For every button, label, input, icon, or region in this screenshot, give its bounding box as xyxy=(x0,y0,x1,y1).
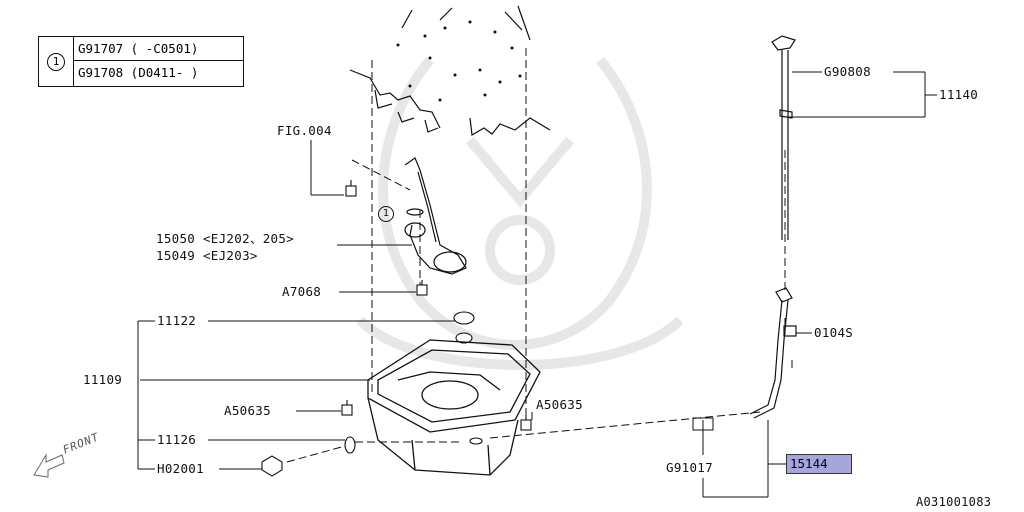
diagram-reference-code: A031001083 xyxy=(916,495,992,509)
label-11126[interactable]: 11126 xyxy=(157,432,197,447)
label-11109[interactable]: 11109 xyxy=(83,372,123,387)
watermark-logo xyxy=(356,56,684,370)
dashed-guides xyxy=(286,48,793,463)
fasteners xyxy=(261,180,532,477)
legend-row-1[interactable]: G91707 ( -C0501) xyxy=(74,37,243,61)
label-a50635-left[interactable]: A50635 xyxy=(224,403,271,418)
engine-block-bolts xyxy=(396,20,522,102)
label-g90808[interactable]: G90808 xyxy=(824,64,871,79)
leader-lines xyxy=(137,71,937,498)
front-arrow xyxy=(33,453,65,478)
engine-block xyxy=(349,5,551,136)
oil-strainer xyxy=(404,157,467,275)
label-h02001[interactable]: H02001 xyxy=(157,461,204,476)
label-marker-1: 1 xyxy=(378,206,394,222)
oil-pan xyxy=(367,339,541,476)
label-g91017[interactable]: G91017 xyxy=(666,460,713,475)
dipstick xyxy=(749,35,797,419)
legend-marker: 1 xyxy=(47,53,65,71)
label-fig004[interactable]: FIG.004 xyxy=(277,123,332,138)
legend-marker-cell: 1 xyxy=(39,37,74,86)
label-15050[interactable]: 15050 <EJ202、205> xyxy=(156,231,295,246)
label-a50635-right[interactable]: A50635 xyxy=(536,397,583,412)
legend-table: 1 G91707 ( -C0501) G91708 (D0411- ) xyxy=(38,36,244,87)
label-a7068[interactable]: A7068 xyxy=(282,284,322,299)
label-11140[interactable]: 11140 xyxy=(939,87,979,102)
legend-row-2[interactable]: G91708 (D0411- ) xyxy=(78,65,199,80)
label-15144-highlighted[interactable]: 15144 xyxy=(786,454,852,474)
label-15049[interactable]: 15049 <EJ203> xyxy=(156,248,258,263)
label-0104s[interactable]: 0104S xyxy=(814,325,854,340)
label-11122[interactable]: 11122 xyxy=(157,313,197,328)
